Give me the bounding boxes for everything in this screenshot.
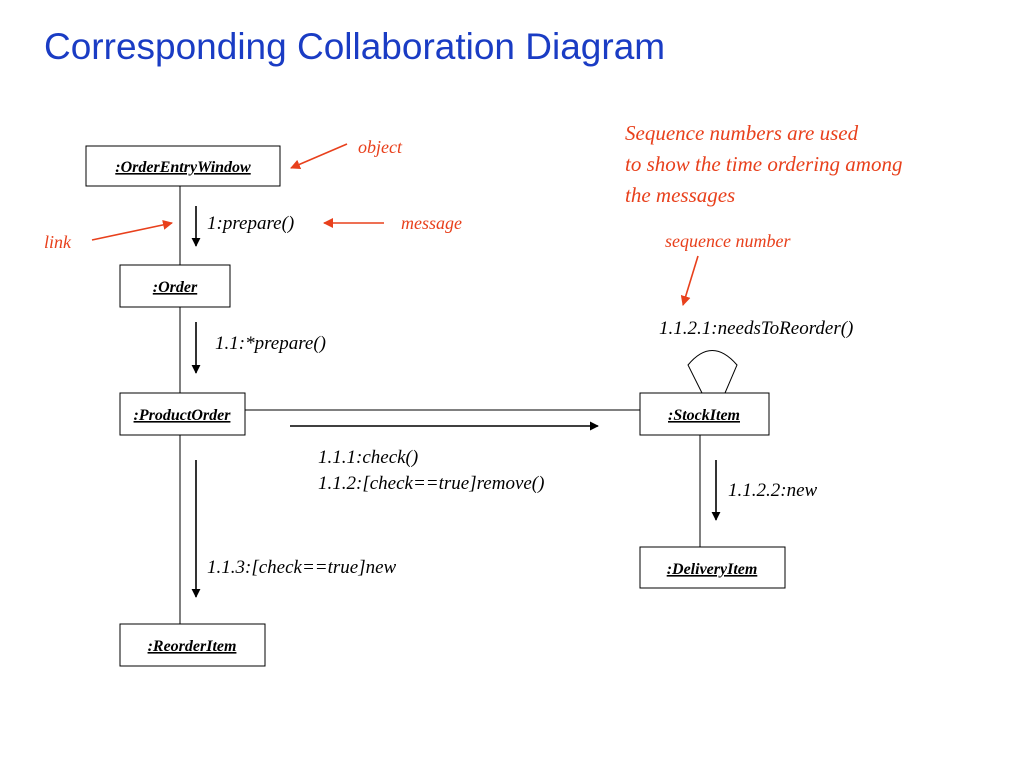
self-link-stockitem xyxy=(687,350,738,394)
message-label-new-delivery: 1.1.2.2:new xyxy=(728,480,818,501)
object-label: :ProductOrder xyxy=(134,407,232,424)
object-delivery-item: :DeliveryItem xyxy=(639,546,786,589)
message-label-check: 1.1.1:check() xyxy=(318,447,418,468)
message-label-star-prepare: 1.1:*prepare() xyxy=(215,333,326,354)
object-label: :DeliveryItem xyxy=(667,561,758,578)
page-title: Corresponding Collaboration Diagram xyxy=(44,26,666,67)
annotation-arrow-object xyxy=(290,143,348,170)
annotation-label-sequence-number: sequence number xyxy=(665,231,791,251)
message-label-prepare: 1:prepare() xyxy=(207,213,294,234)
note-line: the messages xyxy=(625,183,735,207)
object-stock-item: :StockItem xyxy=(639,392,770,436)
note-line: Sequence numbers are used xyxy=(625,121,859,145)
message-label-new-reorder: 1.1.3:[check==true]new xyxy=(207,557,397,578)
annotation-arrow-link xyxy=(91,219,173,241)
message-label-needs-to-reorder: 1.1.2.1:needsToReorder() xyxy=(659,318,853,339)
object-label: :ReorderItem xyxy=(148,638,237,655)
annotation-arrow-sequence-number xyxy=(680,255,699,306)
object-order-entry-window: :OrderEntryWindow xyxy=(85,145,281,187)
object-product-order: :ProductOrder xyxy=(119,392,246,436)
object-label: :OrderEntryWindow xyxy=(115,159,251,176)
message-label-remove: 1.1.2:[check==true]remove() xyxy=(318,473,544,494)
annotation-label-object: object xyxy=(358,137,403,157)
object-label: :StockItem xyxy=(668,407,740,424)
object-reorder-item: :ReorderItem xyxy=(119,623,266,667)
object-label: :Order xyxy=(153,279,198,296)
object-order: :Order xyxy=(119,264,231,308)
note-line: to show the time ordering among xyxy=(625,152,902,176)
annotation-label-message: message xyxy=(401,213,462,233)
annotation-label-link: link xyxy=(44,232,72,252)
